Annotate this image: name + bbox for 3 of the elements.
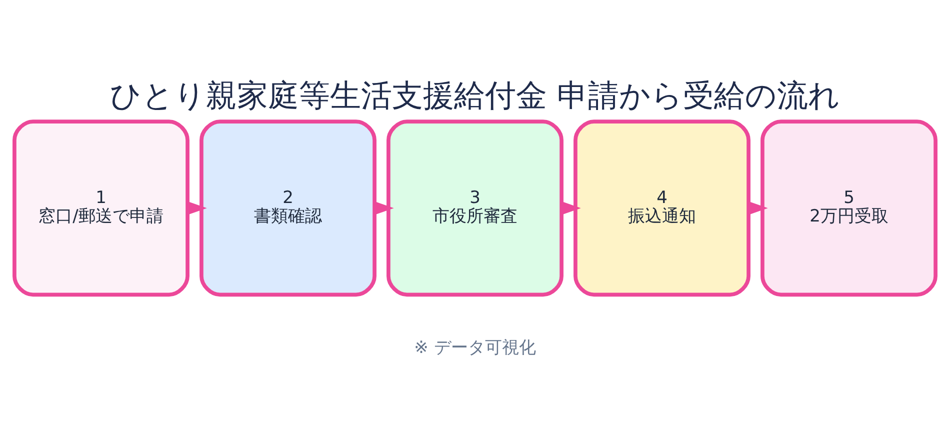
diagram-title: ひとり親家庭等生活支援給付金 申請から受給の流れ: [110, 78, 840, 114]
caption: ※ データ可視化: [414, 338, 536, 358]
node-box: 5 2万円受取: [760, 119, 938, 296]
